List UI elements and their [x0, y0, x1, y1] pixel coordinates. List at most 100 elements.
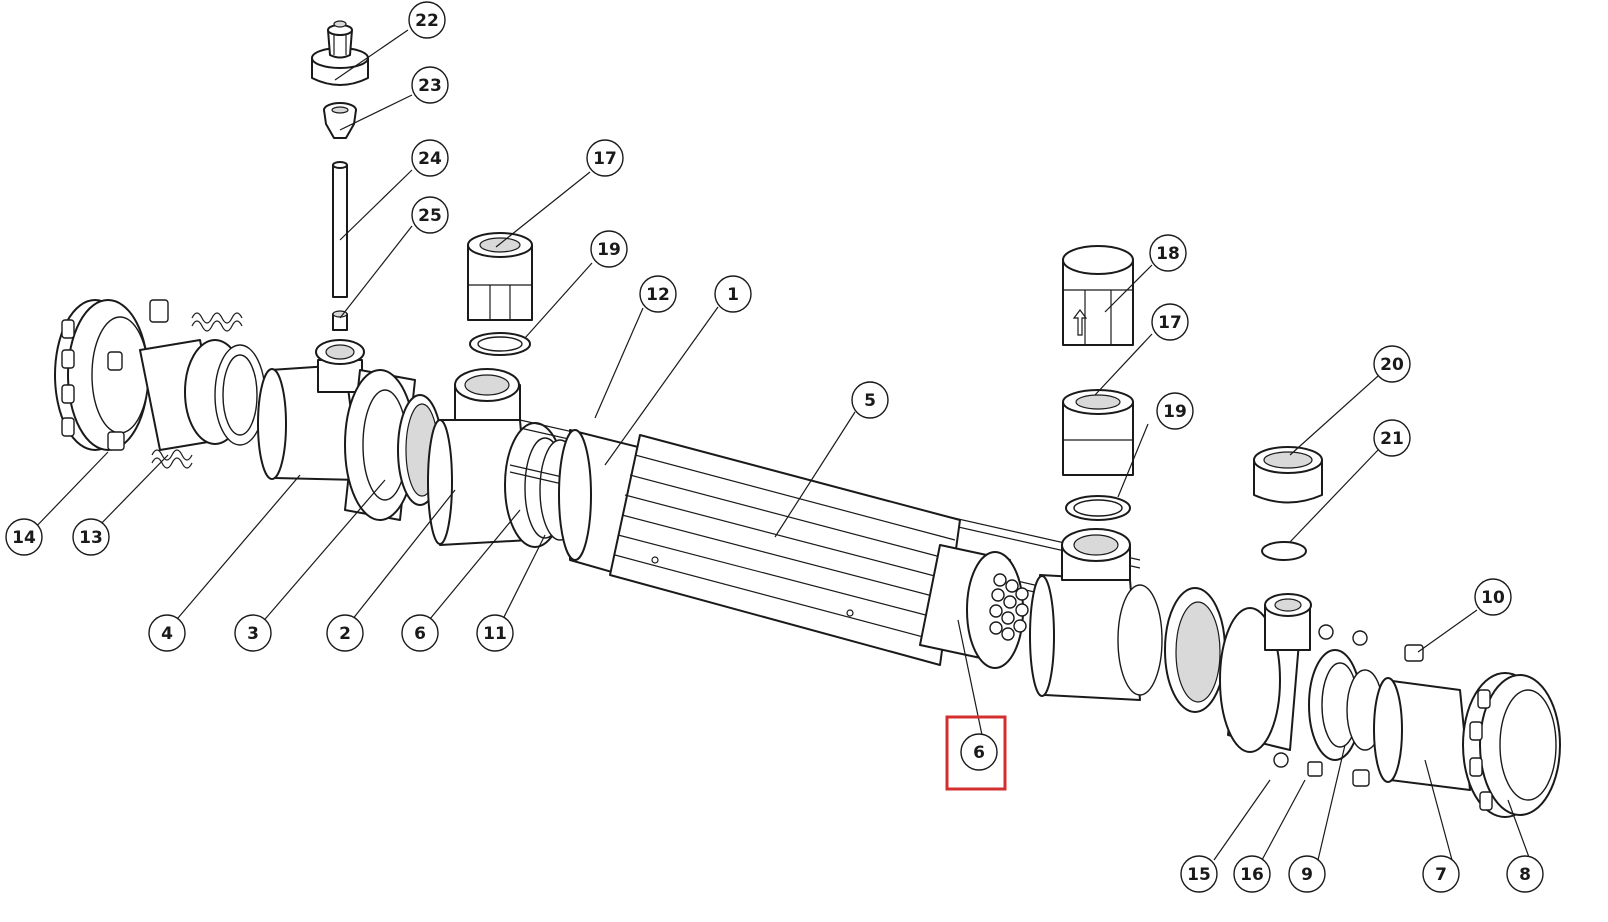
- callout-circle: [960, 733, 998, 771]
- part-15-16-nuts: [1273, 624, 1368, 777]
- part-8-union-nut: [1462, 672, 1561, 818]
- callout-label: 17: [1158, 313, 1182, 333]
- part-right-outlet-housing: [1029, 528, 1163, 701]
- part-17-nipple-upper: [467, 232, 533, 321]
- part-7-sleeve: [1352, 677, 1471, 791]
- callout-label: 4: [161, 624, 173, 644]
- highlight-box: [945, 715, 1007, 791]
- callout-label: 2: [339, 624, 351, 644]
- callout-8: 8: [1506, 855, 1544, 893]
- part-right-flange-housing: [1219, 593, 1312, 753]
- callout-circle: [1474, 578, 1512, 616]
- callout-23: 23: [411, 66, 449, 104]
- part-23-bushing: [323, 102, 357, 139]
- callout-circle: [639, 275, 677, 313]
- callout-label: 18: [1156, 244, 1180, 264]
- part-25-fitting: [332, 310, 348, 331]
- part-left-union-nut: [54, 299, 149, 451]
- callout-label: 16: [1240, 865, 1264, 885]
- callout-label: 6: [414, 624, 426, 644]
- callout-label: 7: [1435, 865, 1447, 885]
- part-right-tube-sheet: [1164, 587, 1226, 713]
- callout-5: 5: [851, 381, 889, 419]
- callout-circle: [148, 614, 186, 652]
- part-20-cap: [1253, 446, 1323, 504]
- callout-label: 1: [727, 285, 739, 305]
- callout-15: 15: [1180, 855, 1218, 893]
- callout-circle: [1506, 855, 1544, 893]
- callout-label: 3: [247, 624, 259, 644]
- part-left-sleeve: [139, 339, 266, 451]
- part-19-washer-upper: [469, 332, 531, 356]
- callout-circle: [1156, 392, 1194, 430]
- callout-circle: [586, 139, 624, 177]
- callout-11: 11: [476, 614, 514, 652]
- callout-12: 12: [639, 275, 677, 313]
- callout-19: 19: [590, 230, 628, 268]
- leader-lines: [30, 29, 1531, 861]
- callout-label: 6: [973, 743, 985, 763]
- callout-circle: [234, 614, 272, 652]
- callout-label: 15: [1187, 865, 1211, 885]
- callout-circle: [1373, 419, 1411, 457]
- callout-6: 6: [401, 614, 439, 652]
- callout-label: 5: [864, 391, 876, 411]
- callout-label: 19: [597, 240, 621, 260]
- callout-7: 7: [1422, 855, 1460, 893]
- callout-9: 9: [1288, 855, 1326, 893]
- callout-circle: [411, 139, 449, 177]
- part-21-disc: [1261, 541, 1307, 561]
- callout-circle: [408, 1, 446, 39]
- callout-18: 18: [1149, 234, 1187, 272]
- callout-circle: [1288, 855, 1326, 893]
- callout-circle: [1180, 855, 1218, 893]
- callout-24: 24: [411, 139, 449, 177]
- callout-circle: [1151, 303, 1189, 341]
- part-18-check-valve: [1062, 245, 1134, 346]
- callout-19: 19: [1156, 392, 1194, 430]
- callout-label: 23: [418, 76, 442, 96]
- part-17-nipple-right: [1062, 389, 1134, 476]
- callout-circle: [1233, 855, 1271, 893]
- callout-circle: [1422, 855, 1460, 893]
- callout-label: 17: [593, 149, 617, 169]
- callout-label: 8: [1519, 865, 1531, 885]
- callout-label: 21: [1380, 429, 1404, 449]
- part-14-nut: [107, 299, 169, 451]
- callout-13: 13: [72, 518, 110, 556]
- part-19-washer-right: [1065, 495, 1131, 521]
- callout-circle: [476, 614, 514, 652]
- part-22-cap: [311, 20, 369, 86]
- part-9-ring: [1308, 649, 1384, 761]
- callout-label: 25: [418, 206, 442, 226]
- callout-label: 13: [79, 528, 103, 548]
- callout-20: 20: [1373, 345, 1411, 383]
- callout-circle: [851, 381, 889, 419]
- callout-circle: [326, 614, 364, 652]
- callout-10: 10: [1474, 578, 1512, 616]
- callout-14: 14: [5, 518, 43, 556]
- callout-circle: [1149, 234, 1187, 272]
- tube-bundle-ends: [989, 573, 1029, 641]
- callout-circle: [72, 518, 110, 556]
- callout-circle: [5, 518, 43, 556]
- callout-3: 3: [234, 614, 272, 652]
- callout-circle: [714, 275, 752, 313]
- callout-17: 17: [586, 139, 624, 177]
- part-6-right-baffle: [919, 544, 1029, 669]
- callout-21: 21: [1373, 419, 1411, 457]
- callout-16: 16: [1233, 855, 1271, 893]
- callout-17: 17: [1151, 303, 1189, 341]
- callout-label: 19: [1163, 402, 1187, 422]
- callout-6: 6: [960, 733, 998, 771]
- callout-circle: [411, 66, 449, 104]
- callout-label: 12: [646, 285, 670, 305]
- callout-circle: [401, 614, 439, 652]
- callout-label: 11: [483, 624, 507, 644]
- callout-22: 22: [408, 1, 446, 39]
- callout-label: 10: [1481, 588, 1505, 608]
- callout-label: 22: [415, 11, 439, 31]
